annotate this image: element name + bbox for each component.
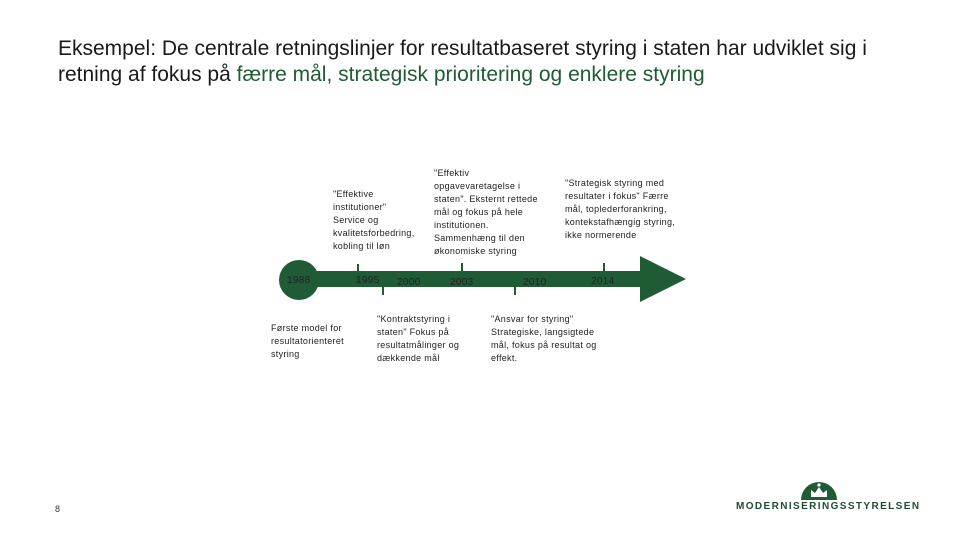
- year-1995: 1995: [356, 275, 380, 286]
- note-2000: "Kontraktstyring i staten" Fokus på resu…: [377, 314, 460, 363]
- year-1988: 1988: [287, 275, 311, 286]
- year-2003: 2003: [450, 277, 474, 288]
- title-highlight: færre mål, strategisk prioritering og en…: [236, 63, 705, 86]
- note-1988: Første model for resultatorienteret styr…: [271, 323, 344, 359]
- note-2010: "Ansvar for styring" Strategiske, langsi…: [491, 314, 597, 363]
- timeline-bar: [300, 271, 642, 287]
- note-2003: "Effektiv opgavevaretagelse i staten". E…: [434, 168, 538, 256]
- logo-text: MODERNISERINGSSTYRELSEN: [736, 501, 921, 512]
- title-main: Eksempel: De centrale retningslinjer for…: [58, 37, 867, 86]
- page-number: 8: [55, 504, 61, 514]
- year-2014: 2014: [591, 276, 615, 287]
- crown-icon: [801, 482, 837, 500]
- note-2014: "Strategisk styring med resultater i fok…: [565, 178, 676, 240]
- note-1995: "Effektive institutioner" Service og kva…: [333, 189, 415, 251]
- start-circle-1988: [279, 260, 319, 300]
- timeline-arrowhead: [640, 256, 686, 302]
- page-title: Eksempel: De centrale retningslinjer for…: [58, 36, 918, 88]
- year-2010: 2010: [523, 277, 547, 288]
- year-2000: 2000: [397, 277, 421, 288]
